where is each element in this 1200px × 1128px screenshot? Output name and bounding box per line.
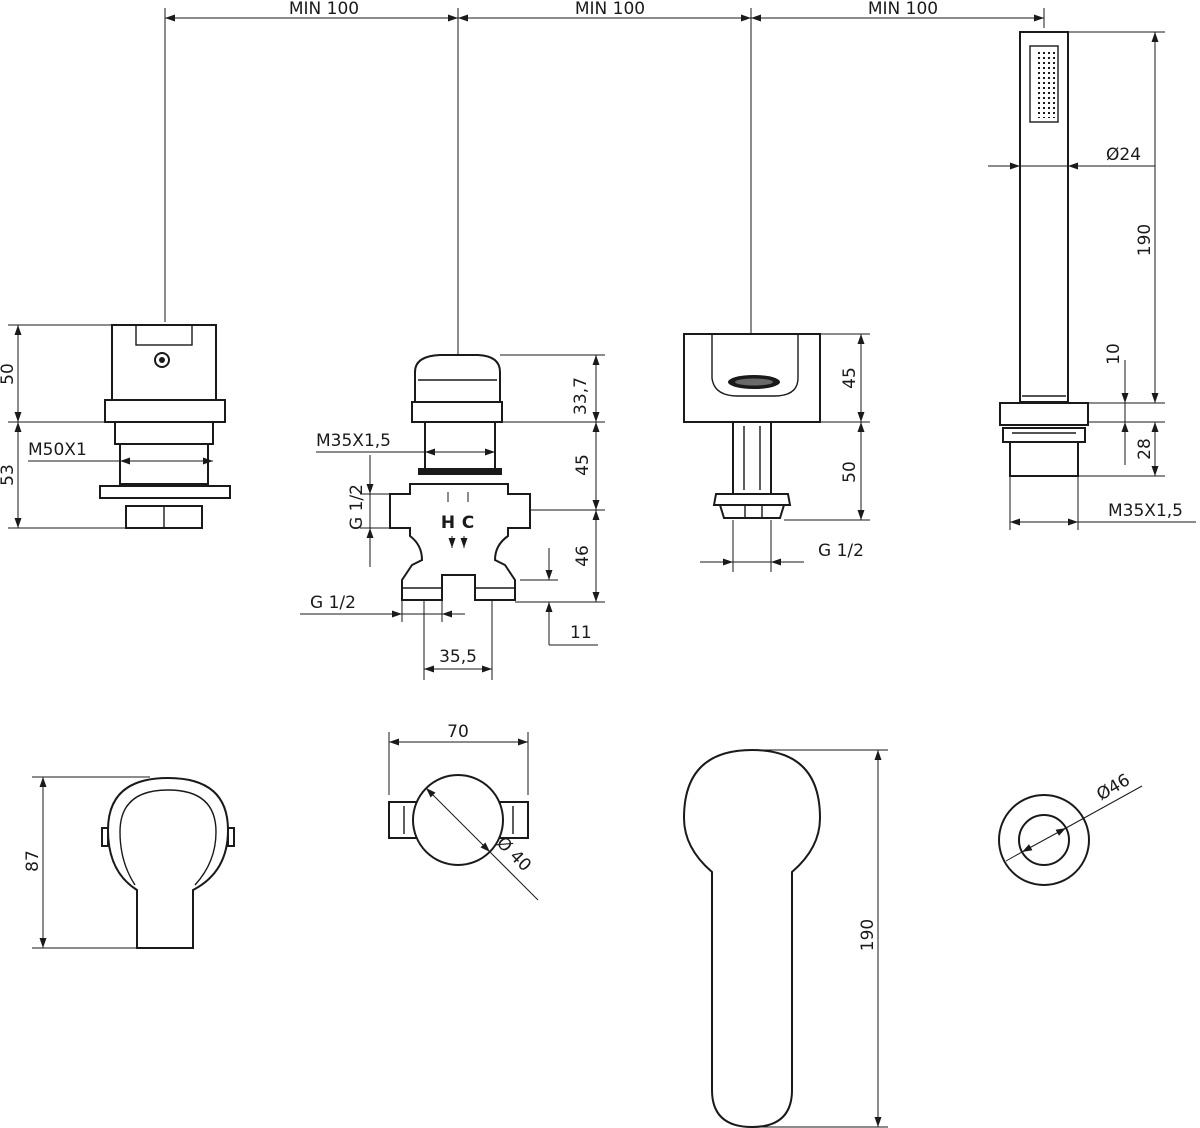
valve-top-view: 70 Ø 40 xyxy=(388,722,539,901)
valve-port-offset: 11 xyxy=(570,623,592,643)
spout-handle-length: 190 xyxy=(858,919,878,951)
valve-side-view: H C 33,7 45 46 M35X1,5 G 1/2 G 1/2 xyxy=(300,354,605,680)
diverter-front-width: 87 xyxy=(23,850,43,872)
rosette-diameter: Ø46 xyxy=(1093,770,1133,805)
handshower-rosette-view: Ø46 xyxy=(998,770,1143,886)
valve-top-width: 70 xyxy=(447,722,469,742)
spacing-label-3: MIN 100 xyxy=(868,0,938,19)
spout-port: G 1/2 xyxy=(818,541,864,561)
diverter-thread: M50X1 xyxy=(28,440,87,460)
diverter-side-view: 50 53 M50X1 xyxy=(0,324,231,529)
valve-bottom-port: G 1/2 xyxy=(310,593,356,613)
valve-mid-height: 45 xyxy=(573,454,593,476)
diverter-front-view: 87 xyxy=(23,776,235,949)
flow-arrows-icon xyxy=(447,492,469,548)
valve-body-diameter: Ø 40 xyxy=(492,833,535,876)
handshower-side-view: 190 10 28 Ø24 M35X1,5 xyxy=(988,31,1196,530)
hot-label: H xyxy=(441,513,455,533)
spacing-label-2: MIN 100 xyxy=(575,0,645,19)
cold-label: C xyxy=(462,513,474,533)
valve-port-spacing: 35,5 xyxy=(439,647,477,667)
spray-nozzles xyxy=(1038,52,1055,118)
spout-side-view: 45 50 G 1/2 xyxy=(683,333,870,572)
spacing-label-1: MIN 100 xyxy=(289,0,359,19)
valve-side-port: G 1/2 xyxy=(347,484,367,530)
valve-lower-height: 46 xyxy=(573,545,593,567)
spout-height-bottom: 50 xyxy=(840,461,860,483)
spout-height-top: 45 xyxy=(840,367,860,389)
valve-top-height: 33,7 xyxy=(571,377,591,415)
spacing-dimensions: MIN 100 MIN 100 MIN 100 xyxy=(164,0,1045,396)
handshower-thread: M35X1,5 xyxy=(1108,501,1183,521)
valve-thread: M35X1,5 xyxy=(316,431,391,451)
handshower-collar: 10 xyxy=(1104,343,1124,365)
handshower-length: 190 xyxy=(1135,224,1155,256)
handshower-diameter: Ø24 xyxy=(1106,145,1141,165)
spout-handle-front-view: 190 xyxy=(682,748,888,1128)
handshower-base: 28 xyxy=(1135,438,1155,460)
diverter-height-top: 50 xyxy=(0,363,18,385)
diverter-height-bottom: 53 xyxy=(0,464,18,486)
